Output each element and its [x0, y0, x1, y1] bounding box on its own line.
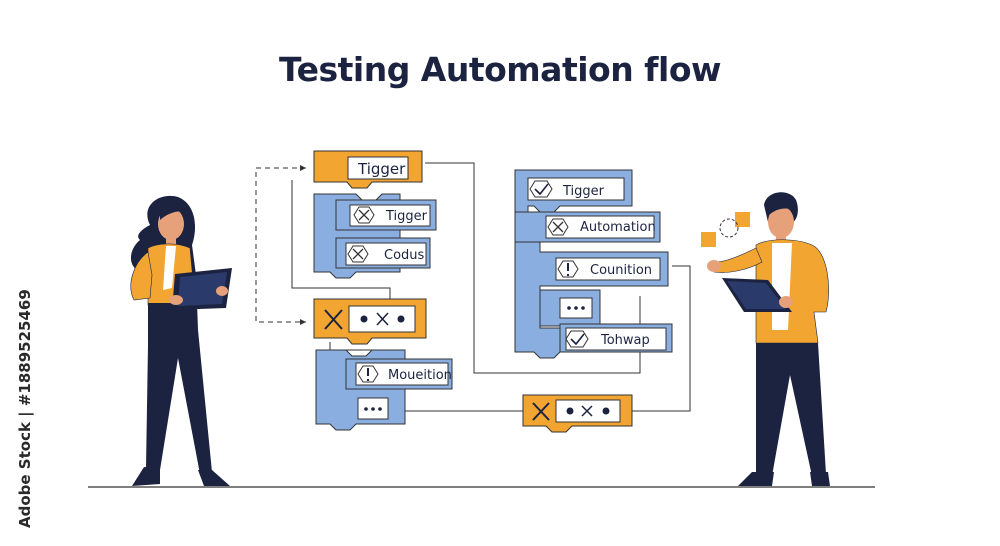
tohwap-block[interactable]: Tohwap	[565, 327, 667, 351]
moueition-block[interactable]: Moueition	[355, 362, 452, 386]
woman-figure	[130, 195, 232, 486]
ellipsis-icon	[364, 407, 382, 411]
man-figure	[707, 192, 830, 486]
x-icon	[324, 309, 343, 330]
dot-icon	[602, 407, 610, 415]
check-icon	[529, 180, 553, 198]
dot-icon	[397, 315, 405, 323]
left-tigger-label: Tigger	[385, 209, 428, 224]
watermark-text: Adobe Stock | #1889525469	[16, 290, 35, 528]
middle-orange-block[interactable]	[313, 298, 427, 345]
left-codus-block[interactable]: Codus	[345, 242, 427, 266]
check-icon	[565, 330, 589, 348]
ellipsis-icon	[567, 306, 585, 310]
top-trigger-block[interactable]: Tigger	[313, 150, 423, 189]
watermark: Adobe Stock | #1889525469	[16, 290, 35, 528]
counition-block[interactable]: Counition	[555, 257, 661, 281]
left-codus-label: Codus	[384, 248, 425, 263]
page-title: Testing Automation flow	[278, 50, 722, 89]
right-tigger-label: Tigger	[562, 184, 605, 199]
top-trigger-label: Tigger	[357, 160, 406, 178]
right-tigger-block[interactable]: Tigger	[527, 177, 625, 201]
automation-label: Automation	[580, 220, 656, 235]
tohwap-label: Tohwap	[600, 333, 650, 348]
dot-icon	[360, 315, 368, 323]
bottom-left-ellipsis-block[interactable]	[357, 397, 389, 420]
x-icon	[376, 312, 389, 326]
moueition-label: Moueition	[388, 368, 452, 383]
bottom-orange-block[interactable]	[522, 394, 633, 433]
x-icon	[581, 405, 593, 417]
floating-blocks-decoration	[701, 212, 750, 247]
dot-icon	[566, 407, 574, 415]
left-tigger-block[interactable]: Tigger	[349, 204, 431, 227]
counition-label: Counition	[590, 263, 652, 278]
right-ellipsis-block[interactable]	[559, 297, 593, 319]
automation-block[interactable]: Automation	[545, 215, 656, 239]
x-icon	[532, 402, 550, 421]
